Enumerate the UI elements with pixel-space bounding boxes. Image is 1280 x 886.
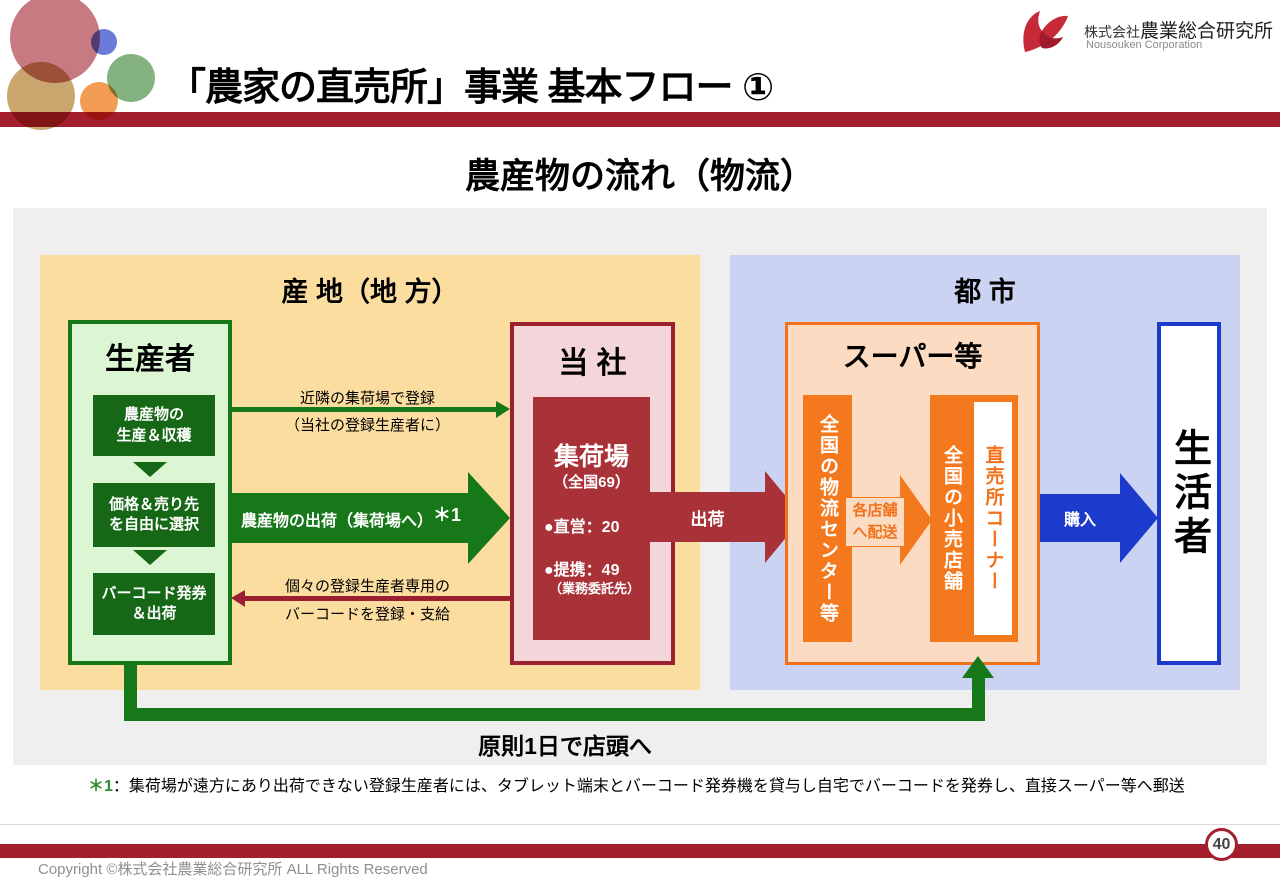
region-production-title: 産 地（地 方） — [281, 277, 459, 307]
barcode-arrow-label-1: 個々の登録生産者専用の — [284, 578, 450, 595]
hub-direct-count: ●直営：20 — [544, 519, 620, 536]
retail-stores-label: 全国の小売店舗 — [941, 445, 962, 592]
loop-arrow-head-icon — [962, 656, 994, 678]
step-line: 価格＆売り先 — [108, 495, 199, 513]
shipment-arrow-label: 出荷 — [690, 510, 725, 529]
decor-circle-orange — [80, 82, 118, 120]
section-title: 農産物の流れ（物流） — [464, 157, 815, 196]
company-title: 当 社 — [558, 347, 627, 380]
footnote-colon: ： — [112, 778, 129, 795]
ship-to-hub-arrow-head-icon — [468, 472, 510, 564]
decor-circle-tan — [7, 62, 75, 130]
register-arrow-head-icon — [496, 401, 510, 418]
direct-corner-label: 直売所コーナー — [982, 445, 1004, 592]
loop-right-segment — [972, 676, 985, 721]
supermarket-box: スーパー等 全国の物流センター等 各店舗 へ配送 全国の小売店舗 直売所コーナー — [785, 322, 1040, 665]
down-arrow-icon — [133, 550, 167, 565]
company-logo-icon — [1023, 11, 1068, 52]
direct-corner-inset: 直売所コーナー — [974, 402, 1012, 635]
loop-bottom-segment — [124, 708, 985, 721]
delivery-label-line: 各店舗 — [852, 502, 898, 520]
logistics-center-bar: 全国の物流センター等 — [803, 395, 852, 642]
producer-title: 生産者 — [105, 343, 195, 376]
buy-arrow-head-icon — [1120, 473, 1158, 563]
company-name: 株式会社農業総合研究所 — [1084, 16, 1273, 43]
register-arrow-line — [232, 407, 496, 412]
hub-partner-count: ●提携：49 — [544, 562, 620, 579]
hub-subtitle: （全国69） — [553, 474, 630, 491]
producer-step-harvest: 農産物の 生産＆収穫 — [93, 395, 215, 456]
collection-hub-box: 集荷場 （全国69） ●直営：20 ●提携：49 （業務委託先） — [533, 397, 650, 640]
page-number: 40 — [1212, 835, 1231, 853]
footnote-marker: ＊1 — [88, 778, 113, 795]
shipment-arrow-body — [650, 492, 765, 542]
footnote: ＊1：集荷場が遠方にあり出荷できない登録生産者には、タブレット端末とバーコード発… — [88, 772, 1185, 796]
footnote-text: 集荷場が遠方にあり出荷できない登録生産者には、タブレット端末とバーコード発券機を… — [128, 778, 1185, 795]
step-line: 生産＆収穫 — [116, 426, 192, 444]
step-line: 農産物の — [123, 406, 184, 424]
consumer-label: 生活者 — [1167, 427, 1210, 560]
logistics-center-label: 全国の物流センター等 — [817, 413, 838, 624]
company-name-en: Nousouken Corporation — [1086, 39, 1203, 51]
producer-step-barcode: バーコード発券 ＆出荷 — [93, 573, 215, 635]
company-name-prefix: 株式会社 — [1084, 24, 1140, 40]
down-arrow-icon — [133, 462, 167, 477]
barcode-arrow-line — [245, 596, 510, 601]
company-name-main: 農業総合研究所 — [1140, 21, 1274, 42]
ship-to-hub-footnote-ref: ＊1 — [433, 505, 462, 525]
page-title: 「農家の直売所」事業 基本フロー ① — [168, 67, 774, 109]
delivery-arrow-head-icon — [900, 475, 932, 565]
copyright-text: Copyright ©株式会社農業総合研究所 ALL Rights Reserv… — [38, 861, 428, 878]
hub-title: 集荷場 — [553, 443, 629, 471]
ship-to-hub-label: 農産物の出荷（集荷場へ）＊1 — [241, 505, 462, 532]
buy-arrow-label: 購入 — [1063, 512, 1096, 529]
producer-box: 生産者 農産物の 生産＆収穫 価格＆売り先 を自由に選択 バーコード発券 ＆出荷 — [68, 320, 232, 665]
register-arrow-label-1: 近隣の集荷場で登録 — [299, 390, 435, 407]
page-number-badge: 40 — [1205, 828, 1238, 861]
supermarket-title: スーパー等 — [842, 341, 983, 372]
delivery-label-line: へ配送 — [852, 524, 898, 541]
consumer-box: 生活者 — [1157, 322, 1221, 665]
step-line: バーコード発券 — [101, 584, 207, 602]
hub-partner-note: （業務委託先） — [549, 581, 641, 596]
register-arrow-label-2: （当社の登録生産者に） — [284, 417, 450, 434]
region-city-title: 都 市 — [954, 277, 1016, 307]
delivery-arrow-label: 各店舗 へ配送 — [846, 498, 904, 546]
loop-label: 原則1日で店頭へ — [478, 733, 652, 759]
step-line: を自由に選択 — [108, 516, 199, 533]
producer-step-pricing: 価格＆売り先 を自由に選択 — [93, 483, 215, 547]
ship-to-hub-arrow-body — [232, 493, 468, 543]
barcode-arrow-head-icon — [231, 590, 245, 607]
barcode-arrow-label-2: バーコードを登録・支給 — [284, 606, 450, 623]
footer-bar — [0, 844, 1280, 858]
loop-left-segment — [124, 661, 137, 715]
step-line: ＆出荷 — [131, 605, 177, 622]
header-divider-bar — [0, 112, 1280, 127]
footer-hairline — [0, 824, 1280, 825]
buy-arrow-body — [1040, 494, 1120, 542]
decor-circle-blue — [91, 29, 117, 55]
retail-stores-bar: 全国の小売店舗 直売所コーナー — [930, 395, 1018, 642]
ship-to-hub-label-text: 農産物の出荷（集荷場へ） — [241, 513, 434, 530]
